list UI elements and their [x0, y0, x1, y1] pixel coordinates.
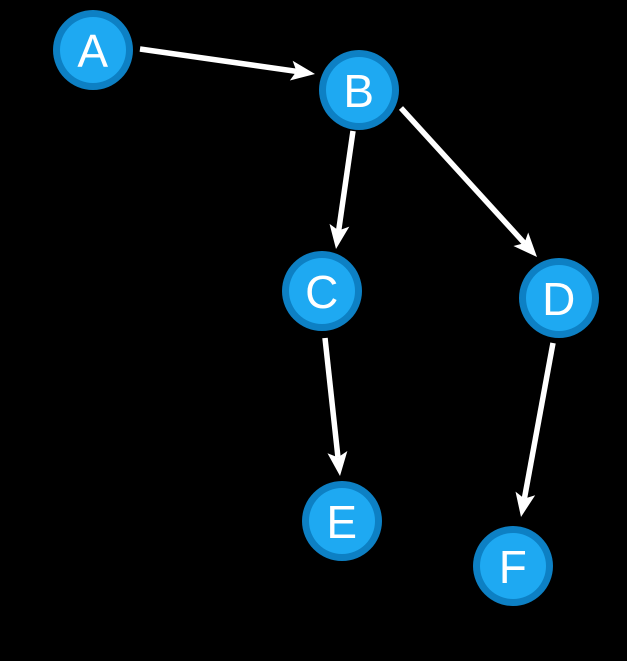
node-E-body	[309, 488, 375, 554]
edge-B-C	[329, 130, 356, 249]
node-D-label: D	[542, 273, 576, 325]
edge-C-E	[322, 337, 348, 476]
node-B[interactable]: B	[319, 50, 399, 130]
edge-B-D-shaft	[398, 106, 527, 246]
edge-D-F-arrowhead-icon	[515, 491, 536, 517]
node-B-label: B	[343, 65, 374, 117]
node-B-body	[326, 57, 392, 123]
node-C[interactable]: C	[282, 251, 362, 331]
edge-C-E-shaft	[322, 337, 341, 458]
node-F[interactable]: F	[473, 526, 553, 606]
node-C-body	[289, 258, 355, 324]
node-A-label: A	[77, 25, 108, 77]
edge-B-D-arrowhead-icon	[513, 232, 537, 257]
edge-D-F	[515, 342, 556, 517]
edge-A-B	[139, 46, 315, 81]
node-D-body	[526, 265, 592, 331]
node-F-body	[480, 533, 546, 599]
node-E[interactable]: E	[302, 481, 382, 561]
node-E-label: E	[326, 496, 357, 548]
edge-A-B-shaft	[139, 46, 297, 75]
node-A[interactable]: A	[53, 10, 133, 90]
edge-B-D	[398, 106, 537, 257]
node-F-label: F	[499, 541, 528, 593]
node-C-label: C	[305, 266, 339, 318]
edge-C-E-arrowhead-icon	[327, 451, 348, 476]
node-A-body	[60, 17, 126, 83]
edge-D-F-shaft	[521, 342, 556, 500]
node-D[interactable]: D	[519, 258, 599, 338]
edge-A-B-arrowhead-icon	[289, 60, 315, 81]
edge-B-C-arrowhead-icon	[329, 223, 350, 249]
edge-B-C-shaft	[335, 130, 356, 231]
